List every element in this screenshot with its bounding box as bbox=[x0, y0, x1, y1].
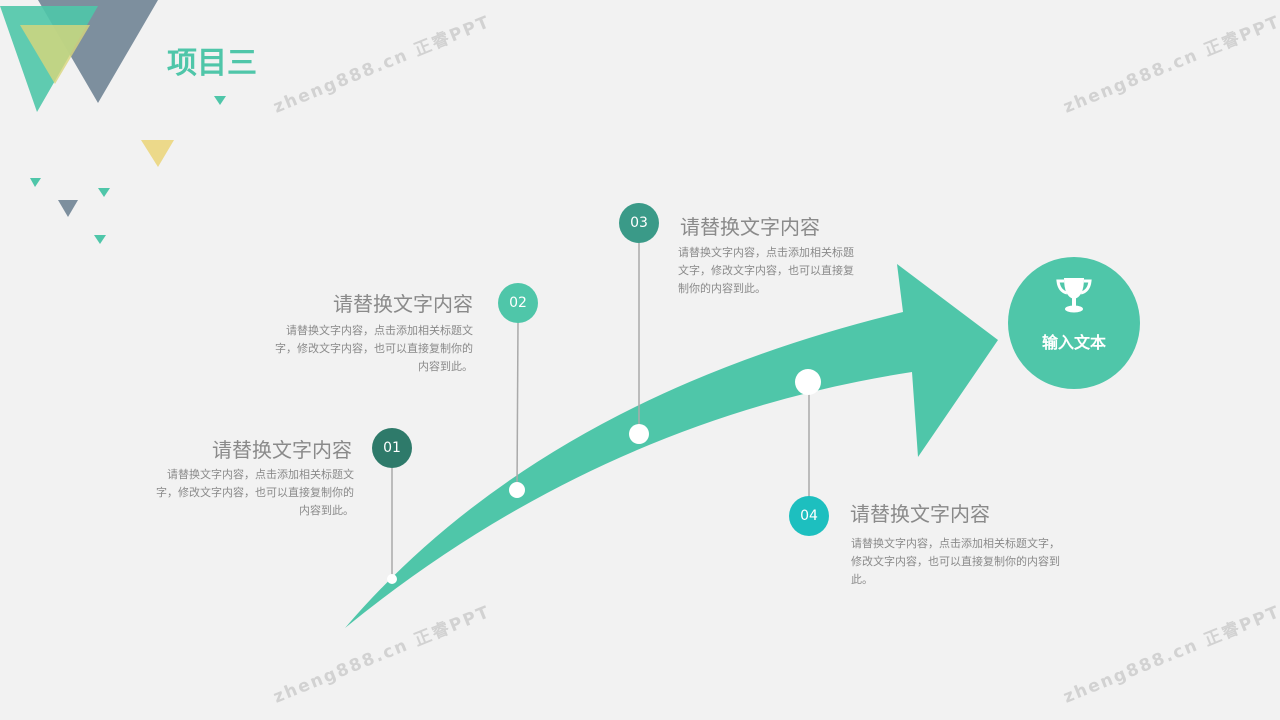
milestone-dot bbox=[509, 482, 525, 498]
step-number-04: 04 bbox=[789, 496, 829, 536]
step-heading-02: 请替换文字内容 bbox=[333, 292, 473, 316]
step-body-04: 请替换文字内容，点击添加相关标题文字，修改文字内容，也可以直接复制你的内容到此。 bbox=[851, 537, 1060, 586]
step-body-02: 请替换文字内容，点击添加相关标题文字，修改文字内容，也可以直接复制你的内容到此。 bbox=[275, 324, 473, 373]
step-number-03: 03 bbox=[619, 203, 659, 243]
milestone-dot bbox=[387, 574, 397, 584]
milestone-dot bbox=[795, 369, 821, 395]
step-number-01: 01 bbox=[372, 428, 412, 468]
step-heading-01: 请替换文字内容 bbox=[212, 438, 352, 462]
goal-circle: 输入文本 bbox=[1008, 257, 1140, 389]
trophy-icon bbox=[1056, 278, 1092, 313]
growth-arrow bbox=[345, 264, 998, 628]
step-heading-04: 请替换文字内容 bbox=[850, 502, 990, 526]
page-title: 项目三 bbox=[167, 46, 257, 81]
step-number-02: 02 bbox=[498, 283, 538, 323]
step-heading-03: 请替换文字内容 bbox=[680, 215, 820, 239]
deco-triangle-yellow bbox=[20, 25, 90, 84]
step-body-03: 请替换文字内容，点击添加相关标题文字，修改文字内容，也可以直接复制你的内容到此。 bbox=[678, 246, 854, 295]
milestone-dot bbox=[629, 424, 649, 444]
step-body-01: 请替换文字内容，点击添加相关标题文字，修改文字内容，也可以直接复制你的内容到此。 bbox=[156, 468, 354, 517]
goal-label: 输入文本 bbox=[1041, 333, 1106, 352]
